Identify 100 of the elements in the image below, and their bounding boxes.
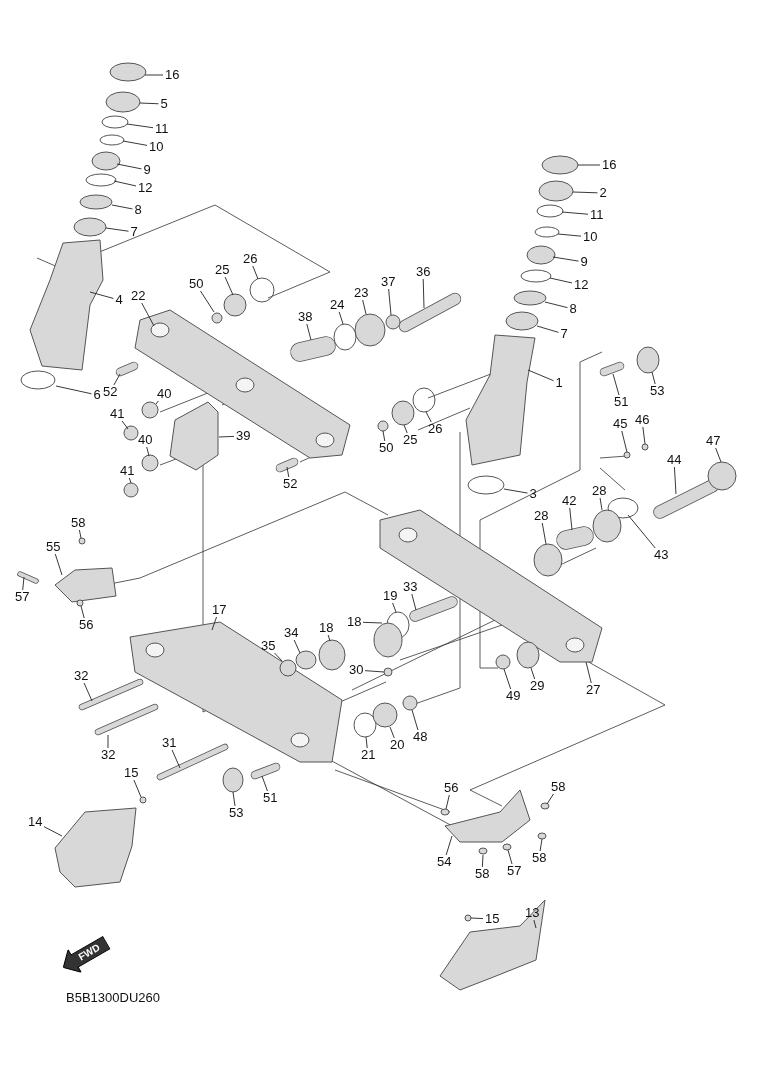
callout-number: 28 <box>591 484 608 498</box>
callout-number: 28 <box>533 509 550 523</box>
callout-number: 58 <box>70 516 87 530</box>
callout-number: 55 <box>45 540 62 554</box>
leader-line <box>527 369 554 382</box>
callout-number: 51 <box>262 791 279 805</box>
callout-number: 57 <box>506 864 523 878</box>
leader-line <box>362 621 383 624</box>
leader-line <box>536 325 559 333</box>
callout-number: 15 <box>123 766 140 780</box>
callout-number: 32 <box>100 748 117 762</box>
callout-number: 53 <box>649 384 666 398</box>
callout-number: 58 <box>474 867 491 881</box>
leader-line <box>411 709 419 731</box>
leader-line <box>232 791 236 807</box>
callout-number: 1 <box>554 376 564 390</box>
callout-number: 24 <box>329 298 346 312</box>
leader-line <box>261 775 268 792</box>
leader-line <box>364 670 385 673</box>
leader-line <box>552 256 579 262</box>
leader-line <box>470 917 484 920</box>
leader-line <box>54 553 63 576</box>
callout-number: 10 <box>148 140 165 154</box>
callout-number: 7 <box>129 225 139 239</box>
leader-line <box>200 290 215 313</box>
leader-line <box>549 277 573 284</box>
leader-line <box>252 265 259 280</box>
callout-number: 33 <box>402 580 419 594</box>
leader-line <box>425 411 432 423</box>
callout-number: 9 <box>579 255 589 269</box>
leader-line <box>224 276 234 296</box>
leader-line <box>116 163 142 170</box>
leader-line <box>141 302 155 327</box>
callout-number: 57 <box>14 590 31 604</box>
leader-line <box>612 373 620 396</box>
leader-line <box>155 400 159 405</box>
callout-number: 34 <box>283 626 300 640</box>
leader-line <box>585 661 592 684</box>
leader-line <box>365 736 368 749</box>
leader-line <box>481 854 484 868</box>
callout-number: 23 <box>353 286 370 300</box>
callout-number: 47 <box>705 434 722 448</box>
leader-line <box>544 301 568 309</box>
leader-line <box>43 826 63 837</box>
leader-line <box>642 426 646 445</box>
callout-number: 15 <box>484 912 501 926</box>
callout-number: 25 <box>402 433 419 447</box>
callout-number: 17 <box>211 603 228 617</box>
callout-number: 58 <box>531 851 548 865</box>
callout-number: 36 <box>415 265 432 279</box>
callout-number: 9 <box>142 163 152 177</box>
callout-number: 44 <box>666 453 683 467</box>
leader-line <box>422 278 425 309</box>
callout-number: 46 <box>634 413 651 427</box>
leader-line <box>139 102 159 105</box>
leader-line <box>569 507 573 531</box>
callout-number: 27 <box>585 683 602 697</box>
callout-number: 7 <box>559 327 569 341</box>
leader-line <box>128 477 132 484</box>
leader-line <box>83 682 93 702</box>
leader-line <box>627 514 656 549</box>
leader-line <box>22 576 25 591</box>
leader-line <box>362 299 367 315</box>
callout-number: 3 <box>528 487 538 501</box>
leader-line <box>673 466 677 495</box>
callout-number: 56 <box>443 781 460 795</box>
callout-number: 30 <box>348 663 365 677</box>
callout-number: 13 <box>524 906 541 920</box>
leader-line <box>55 385 92 395</box>
callout-number: 11 <box>589 208 605 222</box>
callout-number: 18 <box>346 615 363 629</box>
leader-line <box>388 288 392 316</box>
callout-number: 45 <box>612 417 629 431</box>
callout-number: 56 <box>78 618 95 632</box>
leader-line <box>105 227 129 232</box>
callout-number: 6 <box>92 388 102 402</box>
callout-number: 12 <box>137 181 154 195</box>
leader-line <box>382 430 386 442</box>
callout-number: 50 <box>188 277 205 291</box>
leader-line <box>338 311 344 325</box>
callout-number: 35 <box>260 639 277 653</box>
leader-line <box>126 123 154 129</box>
callout-number: 8 <box>568 302 578 316</box>
leader-line <box>503 668 512 690</box>
callout-number: 38 <box>297 310 314 324</box>
leader-line <box>530 667 536 680</box>
callout-number: 43 <box>653 548 670 562</box>
callout-number: 14 <box>27 815 44 829</box>
leader-line <box>599 497 603 511</box>
callout-number: 25 <box>214 263 231 277</box>
callout-number: 49 <box>505 689 522 703</box>
leader-line <box>211 616 217 631</box>
leader-line <box>218 435 235 438</box>
callout-number: 52 <box>102 385 119 399</box>
callout-number: 50 <box>378 441 395 455</box>
leader-line <box>533 919 537 929</box>
leader-line <box>80 605 85 619</box>
callout-number: 29 <box>529 679 546 693</box>
leader-line <box>286 466 290 478</box>
callout-number: 40 <box>156 387 173 401</box>
